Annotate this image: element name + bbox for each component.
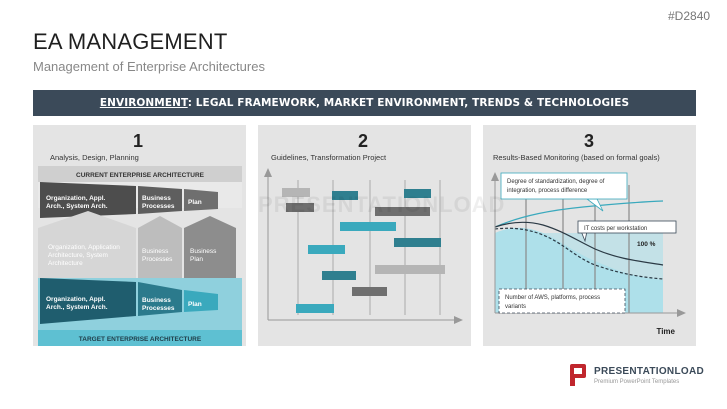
gantt-bar: [282, 188, 310, 197]
top-plan-block: [184, 189, 218, 211]
gantt-bar: [375, 207, 430, 216]
mid-business-line1: Business: [142, 248, 169, 255]
bottom-org-line1: Organization, Appl.: [46, 296, 106, 303]
bottom-business-line1: Business: [142, 297, 171, 304]
gantt-x-arrow: [454, 316, 463, 324]
page-title: EA MANAGEMENT: [33, 29, 228, 54]
slide-code: #D2840: [668, 9, 711, 23]
callout3-line2: variants: [505, 304, 526, 310]
panel-3-label: Results-Based Monitoring (based on forma…: [493, 153, 660, 162]
standardization-line: [494, 200, 664, 228]
mid-org-line2: Architecture, System: [48, 252, 108, 259]
target-band: [38, 330, 242, 346]
environment-banner: ENVIRONMENT: LEGAL FRAMEWORK, MARKET ENV…: [33, 90, 696, 116]
chart-y-arrow: [491, 172, 499, 181]
bottom-plan-block: [184, 290, 218, 312]
callout2-text: IT costs per workstation: [584, 226, 647, 232]
panel-1-label: Analysis, Design, Planning: [50, 153, 139, 162]
bottom-business-block: [138, 282, 182, 316]
percent-label: 100 %: [637, 241, 656, 248]
panel-3-number: 3: [583, 131, 594, 151]
mid-business-line2: Processes: [142, 256, 173, 263]
bottom-org-line2: Arch., System Arch.: [46, 304, 108, 311]
gantt-bar: [394, 238, 441, 247]
gantt-bar: [332, 191, 358, 200]
standardization-callout: [500, 172, 628, 200]
top-business-line2: Processes: [142, 203, 175, 210]
panel-2: [258, 125, 471, 346]
top-org-line1: Organization, Appl.: [46, 195, 106, 202]
watermark: PRESENTATIONLOAD: [258, 192, 506, 217]
gantt-bar: [404, 189, 431, 198]
banner-text: ENVIRONMENT: LEGAL FRAMEWORK, MARKET ENV…: [33, 90, 696, 116]
bottom-plan-text: Plan: [188, 301, 202, 308]
callout3-line1: Number of AWS, platforms, process: [505, 295, 600, 301]
callout1-line1: Degree of standardization, degree of: [507, 179, 605, 185]
top-org-line2: Arch., System Arch.: [46, 203, 108, 210]
gantt-bar: [296, 304, 334, 313]
top-org-block: [40, 182, 136, 218]
gantt-bar: [352, 287, 387, 296]
banner-rest: : LEGAL FRAMEWORK, MARKET ENVIRONMENT, T…: [187, 97, 630, 109]
footer-brand: PRESENTATIONLOAD: [594, 366, 704, 377]
banner-prefix: ENVIRONMENT: [99, 97, 188, 109]
gantt-bar: [308, 245, 345, 254]
time-axis-label: Time: [656, 327, 675, 336]
mid-plan-hexagon: [184, 216, 236, 290]
architecture-diagram: CURRENT ENTERPRISE ARCHITECTURE Organiza…: [38, 166, 242, 346]
variants-callout: [498, 288, 626, 314]
gantt-bar: [375, 265, 445, 274]
current-architecture-label: CURRENT ENTERPRISE ARCHITECTURE: [76, 172, 205, 179]
it-costs-line: [494, 221, 664, 266]
gantt-bar: [322, 271, 356, 280]
mid-org-line1: Organization, Application: [48, 244, 120, 251]
transformation-gantt: [264, 168, 463, 324]
gantt-bar: [286, 203, 314, 212]
gantt-bar: [340, 222, 396, 231]
presentationload-logo-icon: [570, 364, 586, 386]
top-business-block: [138, 186, 182, 214]
panel-2-number: 2: [357, 131, 368, 151]
page-subtitle: Management of Enterprise Architectures: [33, 59, 265, 74]
it-costs-callout: [577, 220, 677, 234]
top-business-line1: Business: [142, 195, 171, 202]
panel-1-number: 1: [132, 131, 143, 151]
current-band: [38, 166, 242, 182]
mid-plan-line1: Business: [190, 248, 217, 255]
target-architecture-label: TARGET ENTERPRISE ARCHITECTURE: [79, 336, 202, 343]
panel-2-label: Guidelines, Transformation Project: [271, 153, 387, 162]
chart-x-arrow: [677, 309, 686, 317]
mid-org-line3: Architecture: [48, 260, 83, 267]
gantt-y-arrow: [264, 168, 272, 177]
mid-org-hexagon: [38, 211, 136, 295]
mid-business-hexagon: [138, 216, 182, 290]
bottom-business-line2: Processes: [142, 305, 175, 312]
footer-tagline: Premium PowerPoint Templates: [594, 379, 680, 385]
top-plan-text: Plan: [188, 199, 202, 206]
callout1-line2: integration, process difference: [507, 188, 588, 194]
monitoring-chart: Degree of standardization, degree of int…: [491, 172, 686, 336]
mid-plan-line2: Plan: [190, 256, 203, 263]
variants-line: [494, 227, 664, 280]
bottom-org-block: [40, 278, 136, 324]
